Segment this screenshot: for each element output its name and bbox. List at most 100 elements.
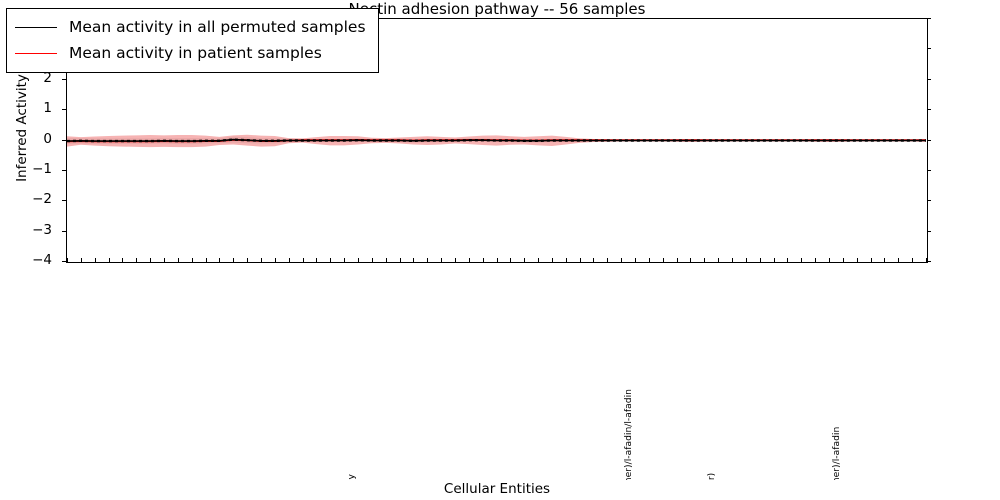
y-tick-mark-right (927, 169, 931, 171)
x-tick-mark (496, 258, 498, 262)
y-tick-mark-right (927, 200, 931, 202)
x-tick-mark (260, 258, 262, 262)
x-axis-label: Cellular Entities (443, 481, 551, 497)
y-tick-mark (62, 139, 66, 141)
y-tick-mark-right (927, 18, 931, 19)
x-tick-mark (732, 258, 734, 262)
x-tick-mark (662, 258, 664, 262)
legend-label-patient: Mean activity in patient samples (69, 44, 322, 62)
y-tick-label: −3 (32, 221, 52, 238)
legend-label-permuted: Mean activity in all permuted samples (69, 18, 366, 36)
x-tick-mark (579, 258, 581, 262)
x-tick-mark (371, 258, 373, 262)
y-tick-label: 2 (43, 69, 52, 86)
plot-area (66, 18, 928, 263)
x-tick-mark (427, 258, 429, 262)
x-tick-mark (745, 258, 747, 262)
permuted-mean-line-dashes (67, 138, 926, 143)
y-tick-mark-right (927, 261, 931, 262)
y-tick-mark-right (927, 48, 931, 50)
x-tick-mark (247, 258, 249, 262)
x-tick-mark (150, 258, 152, 262)
x-tick-mark (288, 258, 290, 262)
x-tick-mark (205, 258, 207, 262)
x-tick-mark (482, 258, 484, 262)
y-tick-label: −2 (32, 191, 52, 208)
y-tick-mark (62, 78, 66, 80)
x-tick-mark (912, 258, 914, 262)
x-tick-mark (718, 258, 720, 262)
x-tick-mark (468, 258, 470, 262)
x-tick-mark (344, 258, 346, 262)
x-tick-mark (759, 258, 761, 262)
y-tick-label: −4 (32, 252, 52, 268)
x-tick-label: positive regulation of lamellipodium ass… (346, 474, 357, 480)
legend-line-patient (15, 52, 57, 54)
x-tick-mark (676, 258, 678, 262)
x-tick-mark (648, 258, 650, 262)
x-tick-mark (413, 258, 415, 262)
x-tick-mark (538, 258, 540, 262)
x-tick-mark (607, 258, 609, 262)
x-tick-mark (399, 258, 401, 262)
x-tick-mark (898, 258, 900, 262)
x-tick-mark (122, 258, 124, 262)
x-tick-mark (357, 258, 359, 262)
x-tick-mark (177, 258, 179, 262)
x-axis-tick-labels: CDH1CLDN1PTK2SRCCRKTLN1PVRL3PTPRMPIP5K1C… (66, 19, 928, 480)
x-tick-label: nectin-3(dimer)/l-afadin/l-afadin/nectin… (623, 389, 634, 480)
chart-title: Nectin adhesion pathway -- 56 samples (348, 0, 646, 18)
x-tick-mark (593, 258, 595, 262)
y-tick-mark-right (927, 230, 931, 232)
x-tick-mark (510, 258, 512, 262)
x-tick-mark (94, 258, 96, 262)
x-tick-mark (302, 258, 304, 262)
x-tick-mark (635, 258, 637, 262)
x-tick-mark (385, 258, 387, 262)
y-tick-mark (62, 109, 66, 111)
x-tick-mark (884, 258, 886, 262)
x-tick-mark (454, 258, 456, 262)
x-tick-mark (316, 258, 318, 262)
y-tick-label: 1 (43, 100, 52, 117)
x-tick-mark (926, 258, 927, 262)
x-tick-mark (108, 258, 110, 262)
x-tick-mark (551, 258, 553, 262)
x-tick-mark (441, 258, 443, 262)
x-tick-mark (233, 258, 235, 262)
y-tick-mark (62, 261, 66, 262)
legend: Mean activity in all permuted samples Me… (6, 8, 379, 73)
x-tick-mark (773, 258, 775, 262)
x-tick-label: nectin-3(dimer)/l-afadin/l-afadin/Necl-5… (706, 473, 717, 480)
y-tick-mark-right (927, 78, 931, 80)
x-tick-mark (787, 258, 789, 262)
x-tick-mark (524, 258, 526, 262)
y-tick-mark-right (927, 109, 931, 111)
x-tick-mark (870, 258, 872, 262)
y-tick-mark (62, 230, 66, 232)
x-tick-mark (856, 258, 858, 262)
y-tick-mark (62, 200, 66, 202)
x-tick-mark (330, 258, 332, 262)
x-tick-mark (274, 258, 276, 262)
x-tick-mark (219, 258, 221, 262)
x-tick-mark (621, 258, 623, 262)
x-tick-mark (704, 258, 706, 262)
x-tick-mark (163, 258, 165, 262)
y-tick-mark-right (927, 139, 931, 141)
x-tick-mark (801, 258, 803, 262)
x-tick-mark (565, 258, 567, 262)
chart-svg (67, 134, 926, 148)
x-tick-mark (842, 258, 844, 262)
legend-entry: Mean activity in patient samples (15, 40, 366, 66)
x-tick-mark (191, 258, 193, 262)
y-tick-label: 0 (43, 130, 52, 147)
y-tick-mark (62, 169, 66, 171)
x-tick-mark (67, 258, 68, 262)
x-tick-mark (815, 258, 817, 262)
x-tick-label: nectin-1(dimer)/l-afadin/l-afadin/nectin… (831, 427, 842, 480)
y-tick-label: −1 (32, 160, 52, 177)
x-tick-mark (80, 258, 82, 262)
legend-line-permuted (15, 26, 57, 28)
